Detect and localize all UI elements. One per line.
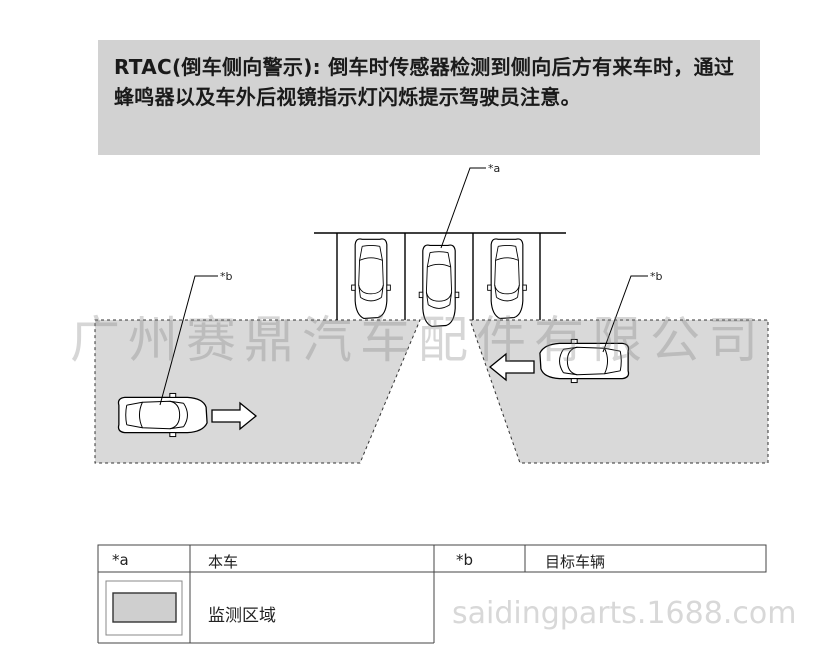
description-banner: RTAC(倒车侧向警示): 倒车时传感器检测到侧向后方有来车时，通过蜂鸣器以及车…: [98, 40, 760, 155]
legend-a-value: 本车: [208, 553, 239, 571]
arrow-right-icon: [211, 401, 258, 431]
legend-zone-label: 监测区域: [208, 606, 276, 626]
leader-lines: [159, 167, 648, 406]
arrow-left-icon: [488, 352, 535, 382]
legend-table: [97, 544, 767, 644]
own-vehicle: [418, 244, 460, 327]
parked-car-left: [351, 238, 391, 320]
legend-b-key: *b: [456, 551, 474, 569]
legend-a-key: *a: [112, 551, 129, 569]
target-vehicle-right: [539, 338, 630, 384]
zone-swatch: [112, 592, 177, 623]
label-b-right: *b: [650, 270, 663, 283]
legend-b-value: 目标车辆: [545, 553, 606, 571]
description-text: RTAC(倒车侧向警示): 倒车时传感器检测到侧向后方有来车时，通过蜂鸣器以及车…: [114, 55, 735, 109]
label-a: *a: [488, 162, 500, 175]
right-monitor-zone: [469, 319, 769, 464]
label-b-left: *b: [220, 270, 233, 283]
left-monitor-zone: [94, 319, 421, 464]
parking-lines: [314, 232, 566, 320]
target-vehicle-left: [117, 392, 208, 438]
parked-car-right: [487, 238, 527, 320]
